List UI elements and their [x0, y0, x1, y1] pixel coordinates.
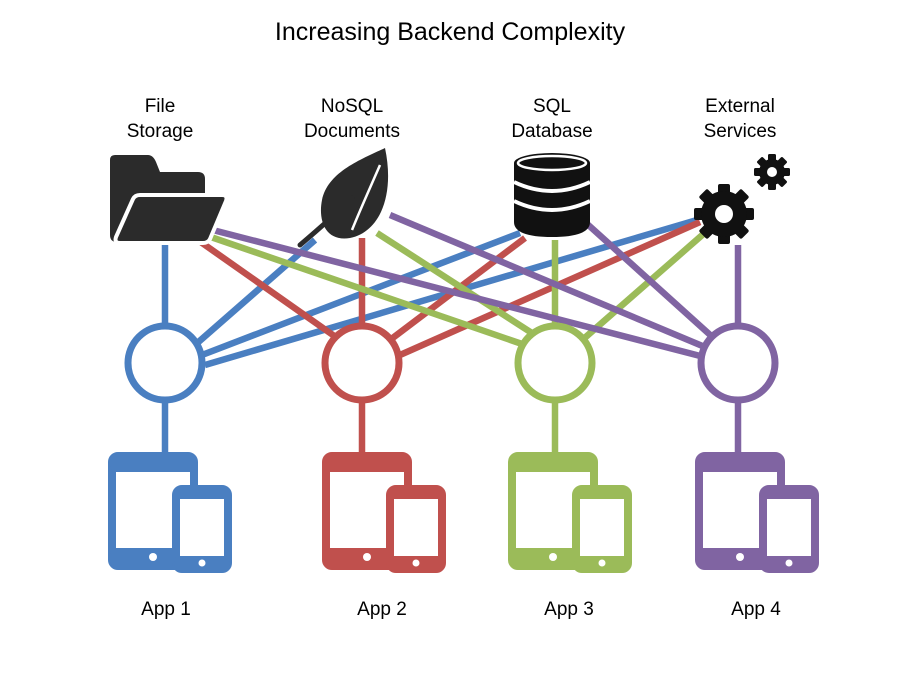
- file-storage-label-line2: Storage: [127, 121, 194, 142]
- link-app2-sql: [388, 235, 527, 343]
- app1-label: App 1: [141, 599, 191, 620]
- link-app2-external: [398, 219, 702, 358]
- link-app4-nosql: [388, 212, 714, 353]
- link-app2-file: [193, 235, 342, 343]
- database-icon: [513, 153, 591, 237]
- connection-lines: [161, 212, 742, 452]
- file-storage-label-line1: File: [145, 96, 176, 117]
- link-app1-nosql: [192, 237, 318, 348]
- hub-node-app3: [514, 322, 596, 404]
- app4-label: App 4: [731, 599, 781, 620]
- app3-label: App 3: [544, 599, 594, 620]
- external-label-line2: Services: [704, 121, 777, 142]
- hub-node-app1: [124, 322, 206, 404]
- devices-icon-app3: [508, 452, 632, 573]
- gears-icon: [694, 154, 790, 244]
- hub-node-app4: [697, 322, 779, 404]
- link-app3-external: [577, 227, 711, 345]
- link-app3-nosql: [375, 230, 537, 338]
- folder-icon: [110, 155, 229, 245]
- devices-icon-app2: [322, 452, 446, 573]
- sql-label-line2: Database: [511, 121, 592, 142]
- diagram-title: Increasing Backend Complexity: [275, 18, 626, 46]
- app2-label: App 2: [357, 599, 407, 620]
- hub-node-app2: [321, 322, 403, 404]
- link-app4-sql: [582, 219, 721, 345]
- devices-icon-app1: [108, 452, 232, 573]
- devices-icon-app4: [695, 452, 819, 573]
- nosql-label-line1: NoSQL: [321, 96, 383, 117]
- sql-label-line1: SQL: [533, 96, 571, 117]
- link-app3-file: [203, 231, 527, 349]
- leaf-icon: [297, 148, 389, 248]
- link-app4-file: [204, 224, 709, 362]
- external-label-line1: External: [705, 96, 775, 117]
- nosql-label-line2: Documents: [304, 121, 400, 142]
